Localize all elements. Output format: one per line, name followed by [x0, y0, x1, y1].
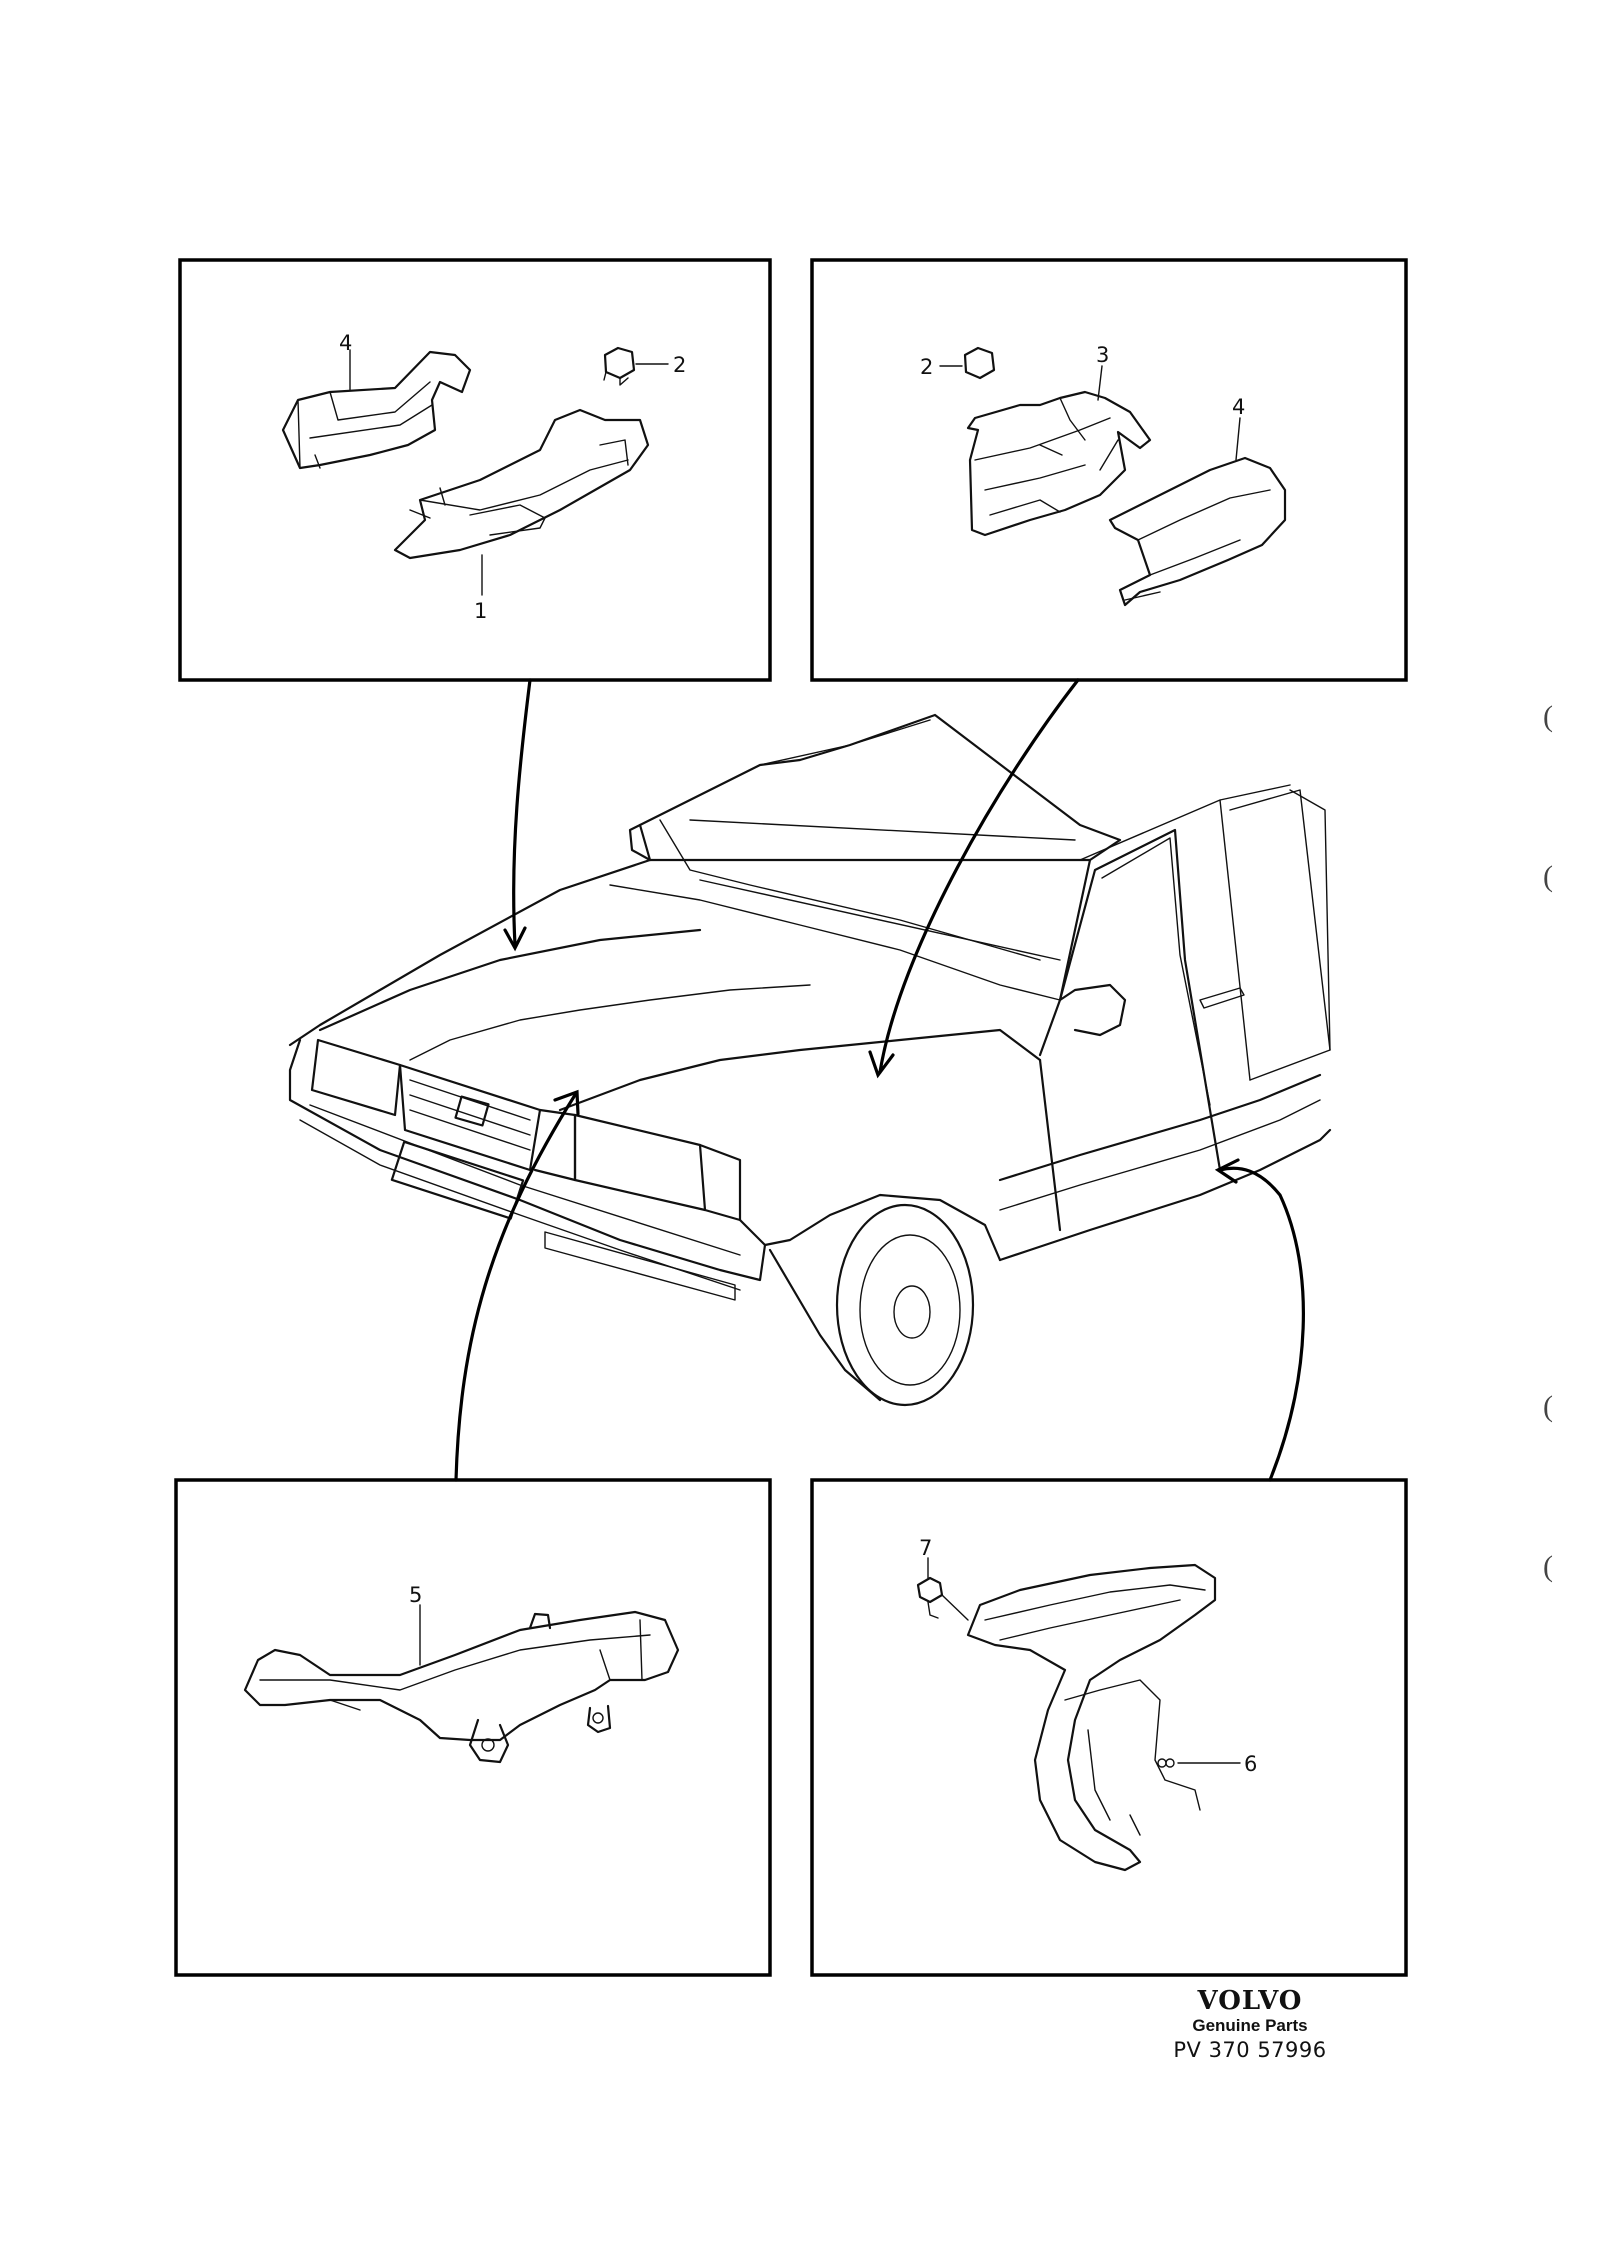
- callout-3: 3: [1096, 343, 1109, 367]
- callout-6: 6: [1244, 1752, 1257, 1776]
- panel-bottom-left-frame: [174, 1478, 772, 1977]
- panel-2-parts: 2 3 4: [920, 343, 1287, 607]
- brand-logo: VOLVO: [1197, 1986, 1303, 2016]
- panel-1-parts: 4 2 1: [281, 331, 686, 623]
- footer-brand-block: VOLVO Genuine Parts PV 370 57996: [1150, 1987, 1350, 2063]
- callout-1: 1: [474, 599, 487, 623]
- panel-4-parts: 7 6: [916, 1536, 1257, 1872]
- panel-3-parts: 5: [243, 1583, 680, 1764]
- panel-top-left-frame: [178, 258, 772, 682]
- part-3-bracket: [966, 390, 1152, 537]
- callout-7: 7: [919, 1536, 932, 1560]
- margin-mark: (: [1543, 860, 1553, 893]
- margin-mark: (: [1543, 1550, 1553, 1583]
- callout-4: 4: [339, 331, 352, 355]
- callout-2: 2: [673, 353, 686, 377]
- callout-2: 2: [920, 355, 933, 379]
- car-illustration: [288, 713, 1332, 1407]
- margin-mark: (: [1543, 1390, 1553, 1423]
- part-code: PV 370 57996: [1173, 2038, 1327, 2062]
- panel-top-right-frame: [810, 258, 1408, 682]
- part-6-trim: [966, 1563, 1217, 1872]
- part-5-duct: [243, 1610, 680, 1742]
- panel-bottom-right-frame: [810, 1478, 1408, 1977]
- part-1-bracket: [393, 408, 650, 560]
- part-7-clip: [916, 1576, 944, 1604]
- part-2-nut: [603, 346, 636, 380]
- margin-mark: (: [1543, 700, 1553, 733]
- pointer-arrows: [454, 678, 1306, 1482]
- part-4-cover: [1108, 456, 1287, 607]
- part-2-nut: [963, 346, 996, 380]
- callout-4: 4: [1232, 395, 1245, 419]
- callout-5: 5: [409, 1583, 422, 1607]
- part-4-shield: [281, 350, 472, 470]
- brand-tagline: Genuine Parts: [1192, 2016, 1308, 2035]
